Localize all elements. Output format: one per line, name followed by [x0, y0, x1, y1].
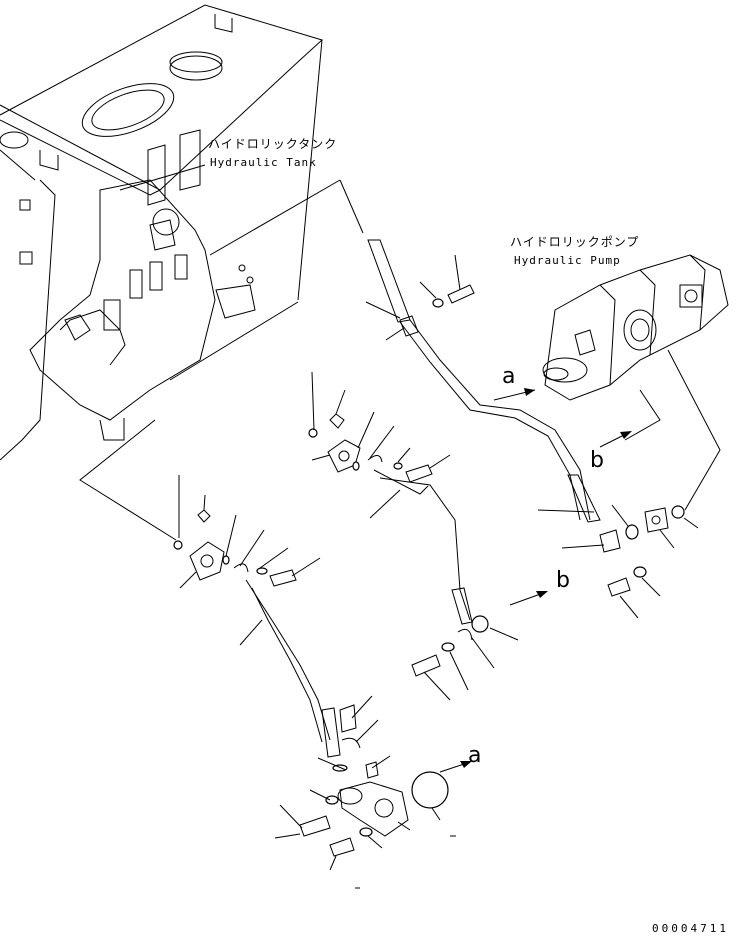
connector-a-bottom: a: [468, 743, 482, 768]
pump-label-jp: ハイドロリックポンプ: [510, 235, 640, 249]
control-valve: [29, 179, 216, 441]
tank-label-jp: ハイドロリックタンク: [208, 137, 338, 151]
leader-lines: [79, 164, 721, 889]
connector-b-mid: b: [556, 568, 570, 593]
tank-label-en: Hydraulic Tank: [210, 156, 317, 169]
pump-label-en: Hydraulic Pump: [514, 254, 621, 267]
drawing-number: 00004711: [652, 922, 729, 935]
fittings: [173, 284, 685, 857]
hydraulic-tank: [0, 4, 323, 461]
hydraulic-pump: [542, 254, 729, 401]
connector-a-pump: a: [502, 364, 516, 389]
connector-b-pump: b: [590, 448, 604, 473]
connector-arrows: [439, 388, 632, 773]
hoses: [245, 239, 601, 758]
